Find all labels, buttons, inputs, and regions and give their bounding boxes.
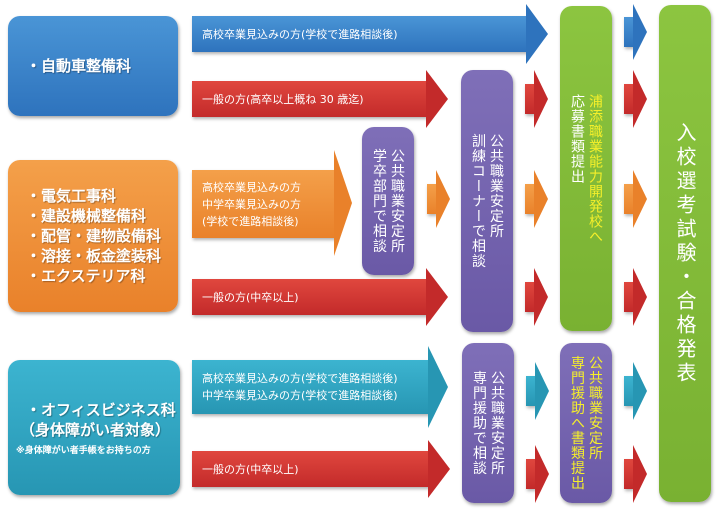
path-label-office-general: 一般の方(中卒以上) <box>202 462 299 476</box>
dept-piping-building: ・配管・建物設備科 <box>26 227 162 245</box>
arrow-head <box>426 70 448 128</box>
arrow-tech-general: 一般の方(中卒以上) <box>192 268 450 326</box>
submit-school-line1: 浦添職業能力開発校へ <box>587 93 603 244</box>
arrow-small-orange-2b <box>525 170 549 228</box>
arrow-head <box>428 440 450 498</box>
path-label-auto-student: 高校卒業見込みの方(学校で進路相談後) <box>202 27 398 41</box>
arrow-tech-general-shaft: 一般の方(中卒以上) <box>192 279 428 315</box>
final-box-entrance-exam: 入校選考試験・合格発表 <box>659 5 711 502</box>
arrow-small-red-3a <box>526 445 550 503</box>
arrow-small-red-2a <box>525 268 549 326</box>
path-label-office-student-1: 高校卒業見込みの方(学校で進路相談後) <box>202 372 398 385</box>
dept-electrical: ・電気工事科 <box>26 187 117 205</box>
submit-box-urasoe-school: 浦添職業能力開発校へ 応募書類提出 <box>560 6 612 331</box>
path-label-tech-student-1: 高校卒業見込みの方 <box>202 180 301 194</box>
arrow-shaft <box>525 184 535 214</box>
arrow-small-red-2b <box>624 268 648 326</box>
arrow-small-orange-2c <box>624 170 648 228</box>
arrow-office-student: 高校卒業見込みの方(学校で進路相談後) 中学卒業見込みの方(学校で進路相談後) <box>192 346 452 428</box>
arrow-head <box>534 268 548 326</box>
arrow-head <box>526 4 548 64</box>
final-label: 入校選考試験・合格発表 <box>673 121 697 386</box>
submit-school-text: 浦添職業能力開発校へ 応募書類提出 <box>568 94 604 244</box>
arrow-head <box>633 70 647 128</box>
arrow-head <box>633 362 647 420</box>
arrow-small-blue-1 <box>624 4 648 60</box>
arrow-tech-student: 高校卒業見込みの方 中学卒業見込みの方 (学校で進路相談後) <box>192 148 352 258</box>
arrow-head <box>426 268 448 326</box>
arrow-office-general-shaft: 一般の方(中卒以上) <box>192 451 430 487</box>
arrow-head <box>633 268 647 326</box>
consult-training-line2: 訓練コーナーで相談 <box>470 133 486 269</box>
arrow-office-student-shaft: 高校卒業見込みの方(学校で進路相談後) 中学卒業見込みの方(学校で進路相談後) <box>192 360 430 414</box>
consult-specialist-line1: 公共職業安定所 <box>489 370 505 476</box>
dept-box-office: ・オフィスビジネス科 （身体障がい者対象） ※身体障がい者手帳をお持ちの方 <box>8 360 180 495</box>
arrow-shaft <box>624 84 634 114</box>
consult-specialist-line2: 専門援助で相談 <box>471 370 487 476</box>
submit-specialist-line2: 専門援助へ書類提出 <box>569 355 585 491</box>
arrow-small-teal-3a <box>526 362 550 420</box>
arrow-head <box>633 170 647 228</box>
consult-specialist-text: 公共職業安定所 専門援助で相談 <box>470 371 506 476</box>
arrow-shaft <box>526 376 536 406</box>
dept-office-note: ※身体障がい者手帳をお持ちの方 <box>16 445 151 456</box>
dept-construction-machinery: ・建設機械整備科 <box>26 207 147 225</box>
path-label-auto-general: 一般の方(高卒以上概ね 30 歳迄) <box>202 92 364 106</box>
consult-training-text: 公共職業安定所 訓練コーナーで相談 <box>469 134 505 269</box>
arrow-head <box>633 445 647 503</box>
arrow-small-orange-2a <box>427 170 451 228</box>
arrow-small-red-1a <box>525 70 549 128</box>
consult-graduate-line1: 公共職業安定所 <box>389 148 405 254</box>
consult-graduate-text: 公共職業安定所 学卒部門で相談 <box>370 149 406 254</box>
arrow-head <box>535 445 549 503</box>
arrow-head <box>428 346 448 428</box>
submit-box-specialist: 公共職業安定所 専門援助へ書類提出 <box>560 343 612 503</box>
arrow-auto-student-shaft: 高校卒業見込みの方(学校で進路相談後) <box>192 16 528 52</box>
arrow-auto-general: 一般の方(高卒以上概ね 30 歳迄) <box>192 70 450 128</box>
arrow-shaft <box>624 184 634 214</box>
consult-box-graduate-dept: 公共職業安定所 学卒部門で相談 <box>362 127 414 275</box>
arrow-head <box>534 70 548 128</box>
arrow-shaft <box>624 17 634 47</box>
path-label-tech-general: 一般の方(中卒以上) <box>202 290 299 304</box>
arrow-head <box>534 170 548 228</box>
consult-box-training-corner: 公共職業安定所 訓練コーナーで相談 <box>461 70 513 332</box>
dept-auto-mechanic: ・自動車整備科 <box>26 57 132 75</box>
submit-school-line2: 応募書類提出 <box>569 93 585 184</box>
arrow-office-general: 一般の方(中卒以上) <box>192 440 452 498</box>
dept-office-target: （身体障がい者対象） <box>20 420 171 439</box>
arrow-shaft <box>525 282 535 312</box>
dept-box-auto: ・自動車整備科 <box>8 16 178 116</box>
arrow-auto-student: 高校卒業見込みの方(学校で進路相談後) <box>192 4 550 64</box>
arrow-head <box>535 362 549 420</box>
arrow-auto-general-shaft: 一般の方(高卒以上概ね 30 歳迄) <box>192 81 428 117</box>
path-label-tech-student-3: (学校で進路相談後) <box>202 214 299 228</box>
arrow-shaft <box>624 459 634 489</box>
arrow-small-red-3b <box>624 445 648 503</box>
path-label-tech-student-2: 中学卒業見込みの方 <box>202 197 301 211</box>
arrow-head <box>633 4 647 60</box>
arrow-head <box>436 170 450 228</box>
arrow-shaft <box>624 376 634 406</box>
arrow-small-red-1b <box>624 70 648 128</box>
submit-specialist-text: 公共職業安定所 専門援助へ書類提出 <box>568 356 604 491</box>
path-label-office-student-2: 中学卒業見込みの方(学校で進路相談後) <box>202 389 398 402</box>
dept-exterior: ・エクステリア科 <box>26 267 146 285</box>
consult-training-line1: 公共職業安定所 <box>488 133 504 239</box>
consult-graduate-line2: 学卒部門で相談 <box>371 148 387 254</box>
dept-office-business: ・オフィスビジネス科 <box>26 400 176 419</box>
arrow-head <box>334 150 352 256</box>
arrow-shaft <box>427 184 437 214</box>
arrow-small-teal-3b <box>624 362 648 420</box>
dept-welding-sheetmetal: ・溶接・板金塗装科 <box>26 247 162 265</box>
arrow-shaft <box>624 282 634 312</box>
arrow-tech-student-shaft: 高校卒業見込みの方 中学卒業見込みの方 (学校で進路相談後) <box>192 170 336 238</box>
submit-specialist-line1: 公共職業安定所 <box>587 355 603 461</box>
arrow-shaft <box>525 84 535 114</box>
dept-box-technical: ・電気工事科 ・建設機械整備科 ・配管・建物設備科 ・溶接・板金塗装科 ・エクス… <box>8 160 178 312</box>
consult-box-specialist: 公共職業安定所 専門援助で相談 <box>462 343 514 503</box>
arrow-shaft <box>526 459 536 489</box>
